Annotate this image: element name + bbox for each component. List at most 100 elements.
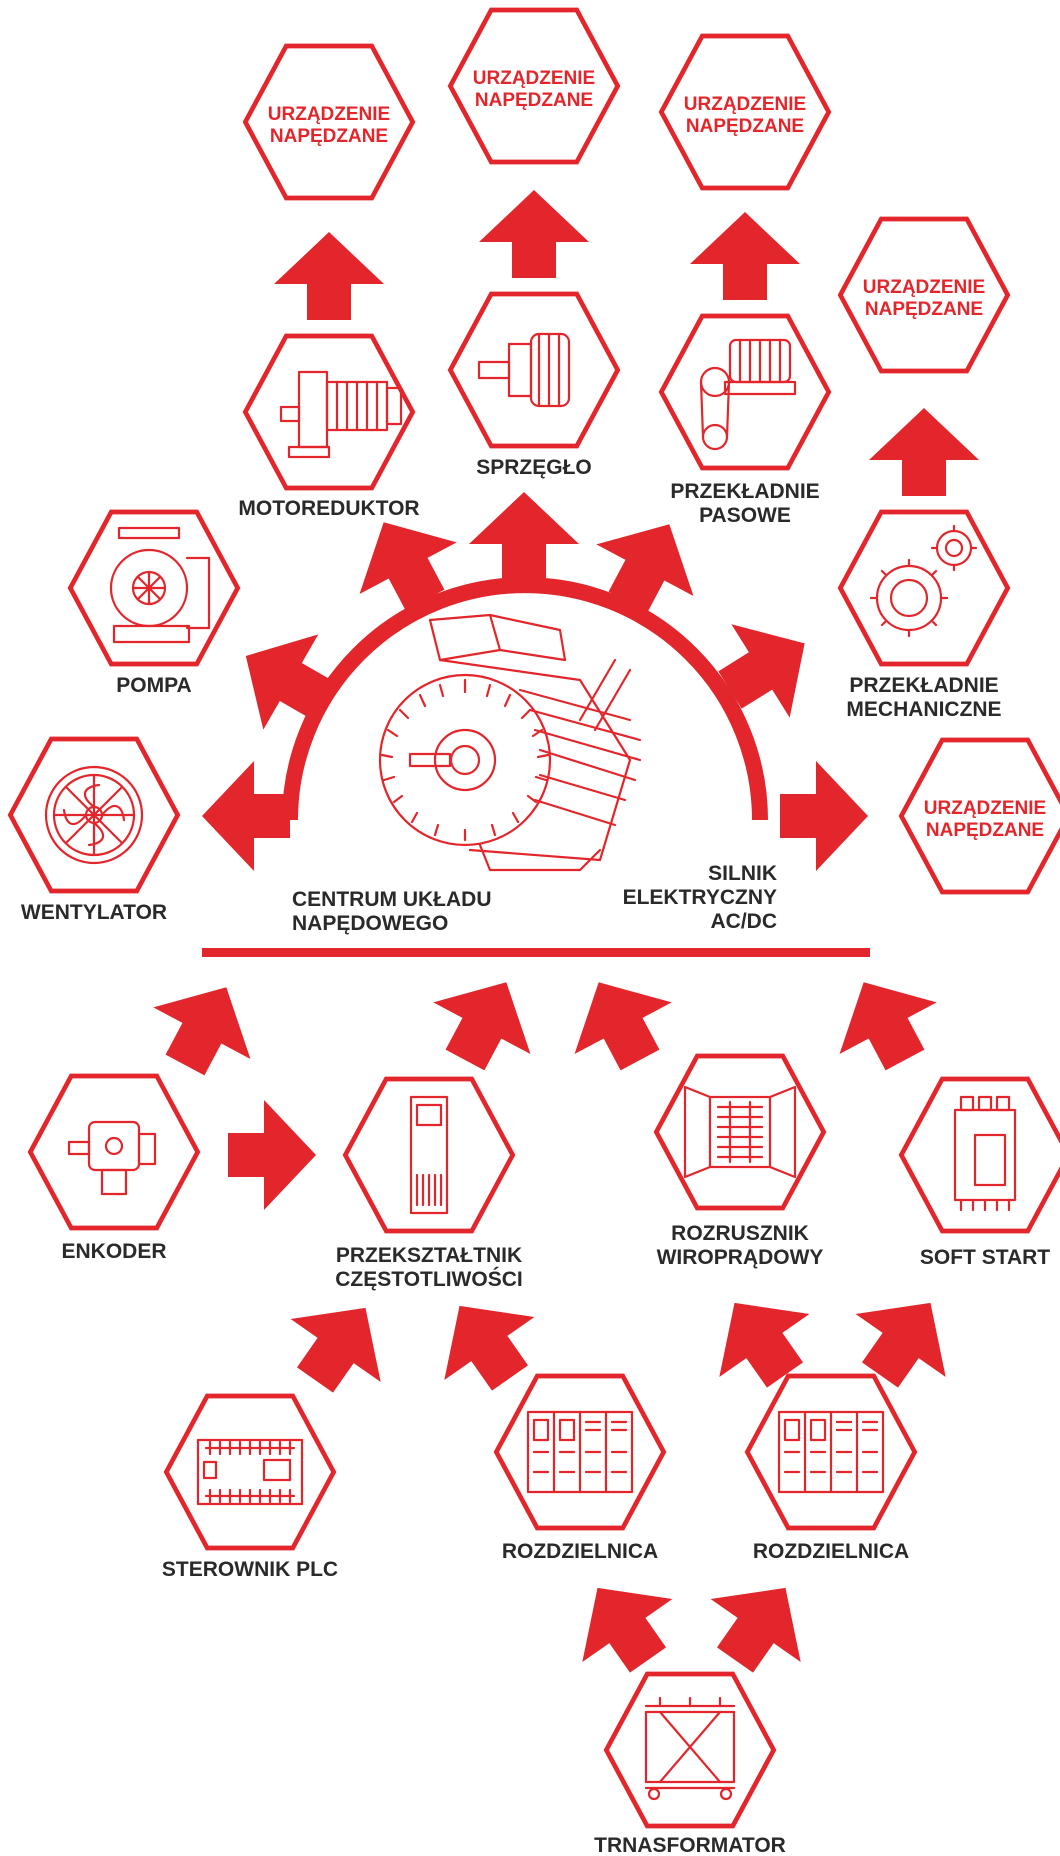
node-transformator: TRNASFORMATOR — [594, 1671, 786, 1856]
label-rozdzielnica-1: ROZDZIELNICA — [502, 1540, 658, 1563]
label-pompa: POMPA — [116, 674, 191, 697]
arrow-przekladnie-pasowe-up — [690, 212, 800, 300]
hex-rozrusznik — [653, 1053, 827, 1211]
node-sprzeglo: SPRZĘGŁO — [447, 291, 621, 479]
node-urzadzenie-2: URZĄDZENIE NAPĘDZANE — [447, 7, 621, 165]
node-falownik: PRZEKSZTAŁTNIK CZĘSTOTLIWOŚCI — [335, 1076, 523, 1291]
urzadzenie-1-line2: NAPĘDZANE — [270, 126, 388, 147]
arrow-hub-to-pompa — [245, 634, 333, 730]
urzadzenie-3-line1: URZĄDZENIE — [684, 94, 806, 115]
urzadzenie-1-line1: URZĄDZENIE — [268, 104, 390, 125]
hex-urzadzenie-1 — [242, 43, 416, 201]
arrow-hub-to-sprzeglo — [469, 492, 579, 580]
hex-motoreduktor — [242, 333, 416, 491]
pump-icon — [109, 526, 211, 644]
plc-icon — [196, 1438, 304, 1506]
hex-transformator — [603, 1671, 777, 1829]
arrow-hub-to-motoreduktor — [359, 522, 457, 611]
center-label-left-1: CENTRUM UKŁADU — [292, 888, 491, 911]
arrow-transformator-to-rozdzielnica-1 — [582, 1587, 673, 1673]
arrow-transformator-to-rozdzielnica-2 — [710, 1587, 801, 1673]
label-rozrusznik-2: WIROPRĄDOWY — [657, 1246, 824, 1269]
label-transformator: TRNASFORMATOR — [594, 1834, 786, 1856]
arrow-plc-to-falownik — [290, 1307, 381, 1393]
urzadzenie-2-line1: URZĄDZENIE — [473, 68, 595, 89]
cabinet-icon — [683, 1085, 797, 1179]
hex-urzadzenie-5 — [898, 737, 1060, 895]
arrow-falownik-to-hub — [433, 982, 531, 1071]
label-motoreduktor: MOTOREDUKTOR — [238, 497, 419, 520]
node-urzadzenie-5: URZĄDZENIE NAPĘDZANE — [898, 737, 1060, 895]
arrow-enkoder-to-falownik — [228, 1100, 316, 1210]
arrow-hub-to-przekladnie-mechaniczne — [718, 624, 805, 718]
urzadzenie-5-line2: NAPĘDZANE — [926, 820, 1044, 841]
arrow-softstart-to-hub — [839, 982, 937, 1071]
hex-plc — [163, 1393, 337, 1551]
center-label-left-2: NAPĘDOWEGO — [292, 912, 448, 935]
arrow-rozdzielnica2-to-rozrusznik — [719, 1302, 810, 1388]
node-softstart: SOFT START — [898, 1076, 1060, 1269]
arrow-hub-to-przekladnie-pasowe — [596, 524, 694, 613]
electric-motor-icon — [378, 613, 642, 872]
urzadzenie-4-line1: URZĄDZENIE — [863, 277, 985, 298]
hex-sprzeglo — [447, 291, 621, 449]
transformer-icon — [644, 1696, 736, 1801]
label-przekladnie-mechaniczne-2: MECHANICZNE — [846, 698, 1001, 721]
label-przekladnie-mechaniczne-1: PRZEKŁADNIE — [849, 674, 998, 697]
node-przekladnie-mechaniczne: PRZEKŁADNIE MECHANICZNE — [837, 509, 1011, 721]
label-plc: STEROWNIK PLC — [162, 1558, 338, 1581]
node-rozrusznik: ROZRUSZNIK WIROPRĄDOWY — [653, 1053, 827, 1269]
frequency-converter-icon — [409, 1095, 449, 1215]
label-rozdzielnica-2: ROZDZIELNICA — [753, 1540, 909, 1563]
label-enkoder: ENKODER — [61, 1240, 166, 1263]
coupling-icon — [477, 332, 571, 408]
hex-urzadzenie-3 — [658, 33, 832, 191]
label-wentylator: WENTYLATOR — [21, 901, 167, 924]
hex-falownik — [342, 1076, 516, 1234]
node-plc: STEROWNIK PLC — [162, 1393, 338, 1581]
fan-icon — [44, 765, 144, 865]
arrow-rozdzielnica2-to-softstart — [855, 1302, 946, 1388]
node-rozdzielnica-2: ROZDZIELNICA — [744, 1373, 918, 1563]
hex-przekladnie-pasowe — [658, 313, 832, 471]
switchgear-icon — [777, 1410, 885, 1494]
node-rozdzielnica-1: ROZDZIELNICA — [493, 1373, 667, 1563]
arrow-hub-to-wentylator — [202, 761, 290, 871]
label-przekladnie-pasowe-2: PASOWE — [699, 504, 791, 527]
hex-urzadzenie-2 — [447, 7, 621, 165]
arrow-enkoder-to-hub — [153, 987, 251, 1076]
arrow-sprzeglo-up — [479, 190, 589, 278]
arrow-rozrusznik-to-hub — [574, 982, 672, 1071]
node-przekladnie-pasowe: PRZEKŁADNIE PASOWE — [658, 313, 832, 527]
arrow-rozdzielnica1-to-falownik — [444, 1305, 535, 1391]
label-przekladnie-pasowe-1: PRZEKŁADNIE — [670, 480, 819, 503]
hub-arc — [282, 577, 768, 821]
label-rozrusznik-1: ROZRUSZNIK — [671, 1222, 809, 1245]
center-label-right-2: ELEKTRYCZNY — [623, 886, 777, 909]
node-urzadzenie-4: URZĄDZENIE NAPĘDZANE — [837, 216, 1011, 374]
switchgear-icon — [526, 1410, 634, 1494]
arrow-motoreduktor-up — [274, 232, 384, 320]
node-pompa: POMPA — [67, 509, 241, 697]
hex-urzadzenie-4 — [837, 216, 1011, 374]
label-sprzeglo: SPRZĘGŁO — [476, 456, 592, 479]
node-motoreduktor: MOTOREDUKTOR — [238, 333, 420, 520]
urzadzenie-4-line2: NAPĘDZANE — [865, 299, 983, 320]
node-urzadzenie-1: URZĄDZENIE NAPĘDZANE — [242, 43, 416, 201]
center-label-right-1: SILNIK — [708, 862, 777, 885]
label-softstart: SOFT START — [920, 1246, 1050, 1269]
soft-starter-icon — [953, 1095, 1017, 1212]
arrow-przekladnie-mechaniczne-up — [869, 408, 979, 496]
center-hub: CENTRUM UKŁADU NAPĘDOWEGO SILNIK ELEKTRY… — [202, 492, 870, 957]
encoder-icon — [67, 1120, 157, 1196]
gears-icon — [869, 524, 978, 638]
gear-motor-icon — [279, 370, 403, 459]
center-label-right-3: AC/DC — [711, 910, 778, 933]
base-line — [202, 948, 870, 957]
node-wentylator: WENTYLATOR — [7, 736, 181, 924]
label-falownik-1: PRZEKSZTAŁTNIK — [336, 1244, 522, 1267]
hex-softstart — [898, 1076, 1060, 1234]
belt-drive-icon — [699, 338, 797, 451]
label-falownik-2: CZĘSTOTLIWOŚCI — [335, 1267, 522, 1291]
